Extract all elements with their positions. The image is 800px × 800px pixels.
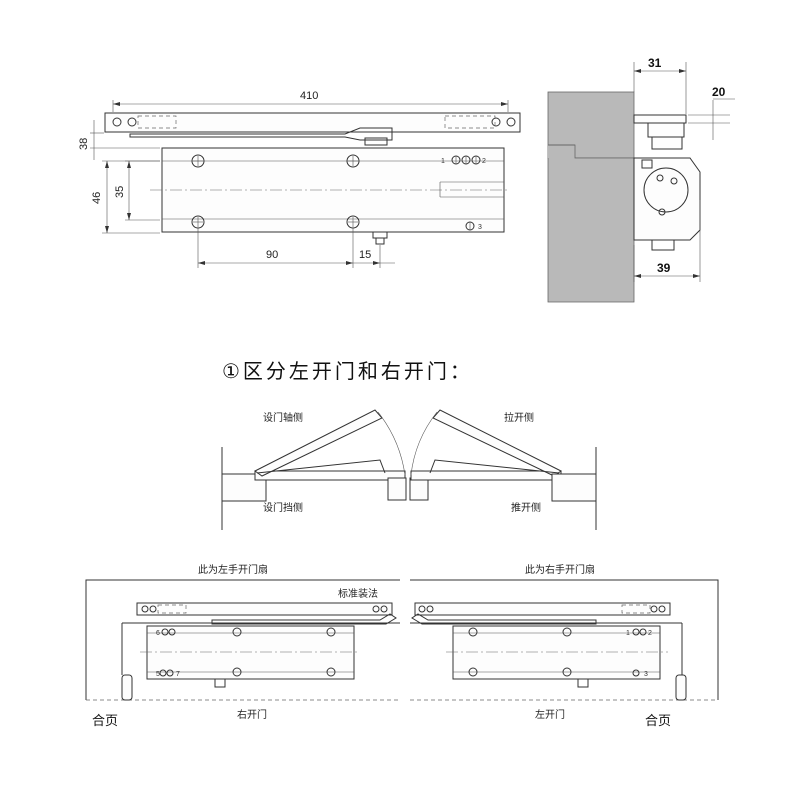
right-num-2: 2 — [648, 630, 652, 637]
door-leaf-section — [547, 144, 635, 303]
section-title: ①区分左开门和右开门： — [222, 359, 473, 383]
dim-side-gap: 20 — [712, 85, 726, 99]
right-hand-door-install: 此为右手开门扇 1 2 3 合页 左开门 — [410, 563, 719, 729]
left-door-header: 此为左手开门扇 — [198, 563, 268, 576]
left-num-5: 5 — [156, 671, 160, 678]
right-hinge-label: 合页 — [645, 714, 671, 729]
dim-side-depth: 39 — [657, 261, 671, 275]
dim-offset: 15 — [359, 249, 371, 261]
left-num-7: 7 — [176, 671, 180, 678]
left-door-outline — [85, 579, 400, 700]
arm-hole-left — [112, 117, 122, 127]
right-closer-body — [452, 625, 661, 680]
right-hinge-icon — [675, 674, 687, 701]
link-arm — [129, 127, 393, 141]
left-hinge-label: 合页 — [92, 714, 118, 729]
arm-plate — [633, 114, 687, 124]
label-stop-side: 设门挡侧 — [263, 501, 303, 514]
arm-pivot — [364, 137, 388, 146]
arm-hole-right — [491, 117, 501, 127]
right-door-outline — [410, 579, 719, 700]
right-arm-bar — [414, 602, 671, 616]
right-link-arm — [411, 613, 597, 625]
valve-label-3: 3 — [478, 224, 482, 231]
arm-hole-right-2 — [506, 117, 516, 127]
right-num-1: 1 — [626, 630, 630, 637]
standard-install-label: 标准装法 — [338, 587, 378, 600]
label-pull-side: 拉开侧 — [504, 411, 534, 424]
left-door-leaf — [254, 470, 406, 481]
right-door-leaf — [410, 470, 562, 481]
left-hinge-icon — [121, 674, 133, 701]
left-num-6: 6 — [156, 630, 160, 637]
arm-hole-left-2 — [127, 117, 137, 127]
side-section-view: 31 20 39 — [547, 56, 735, 303]
right-num-3: 3 — [644, 671, 648, 678]
right-door-header: 此为右手开门扇 — [525, 563, 595, 576]
left-arm-bar — [136, 602, 393, 616]
arm-bar — [104, 112, 521, 133]
dim-hole-spacing: 90 — [266, 249, 278, 261]
valve-label-2: 2 — [482, 158, 486, 165]
right-closer-arm — [429, 459, 560, 474]
closer-round-cap — [643, 167, 689, 213]
dim-side-width: 31 — [648, 56, 662, 70]
left-door-open — [254, 409, 383, 477]
door-opening-schematic: 设门轴侧 拉开侧 设门挡侧 推开侧 — [221, 409, 597, 530]
left-closer-arm — [256, 459, 386, 474]
spindle — [372, 231, 388, 239]
left-hand-door-install: 此为左手开门扇 标准装法 6 5 7 合页 右开门 — [85, 563, 400, 729]
adjust-valves: 1 2 3 — [441, 155, 486, 231]
left-link-arm — [211, 613, 397, 625]
valve-label-1: 1 — [441, 158, 445, 165]
label-push-side: 推开侧 — [511, 501, 541, 514]
dim-body-height: 46 — [91, 192, 103, 204]
arm-slot-left — [137, 115, 177, 129]
left-door-caption: 右开门 — [237, 708, 267, 721]
closer-side-body — [633, 157, 701, 241]
dim-length: 410 — [300, 90, 318, 102]
dim-arm-height: 38 — [78, 138, 90, 150]
arm-slot-right — [444, 115, 496, 129]
right-door-caption: 左开门 — [535, 708, 565, 721]
dim-mount-height: 35 — [114, 186, 126, 198]
left-closer-body — [146, 625, 355, 680]
front-elevation-view: 1 2 3 410 38 46 35 — [78, 90, 521, 268]
label-hinge-side: 设门轴侧 — [263, 411, 303, 424]
